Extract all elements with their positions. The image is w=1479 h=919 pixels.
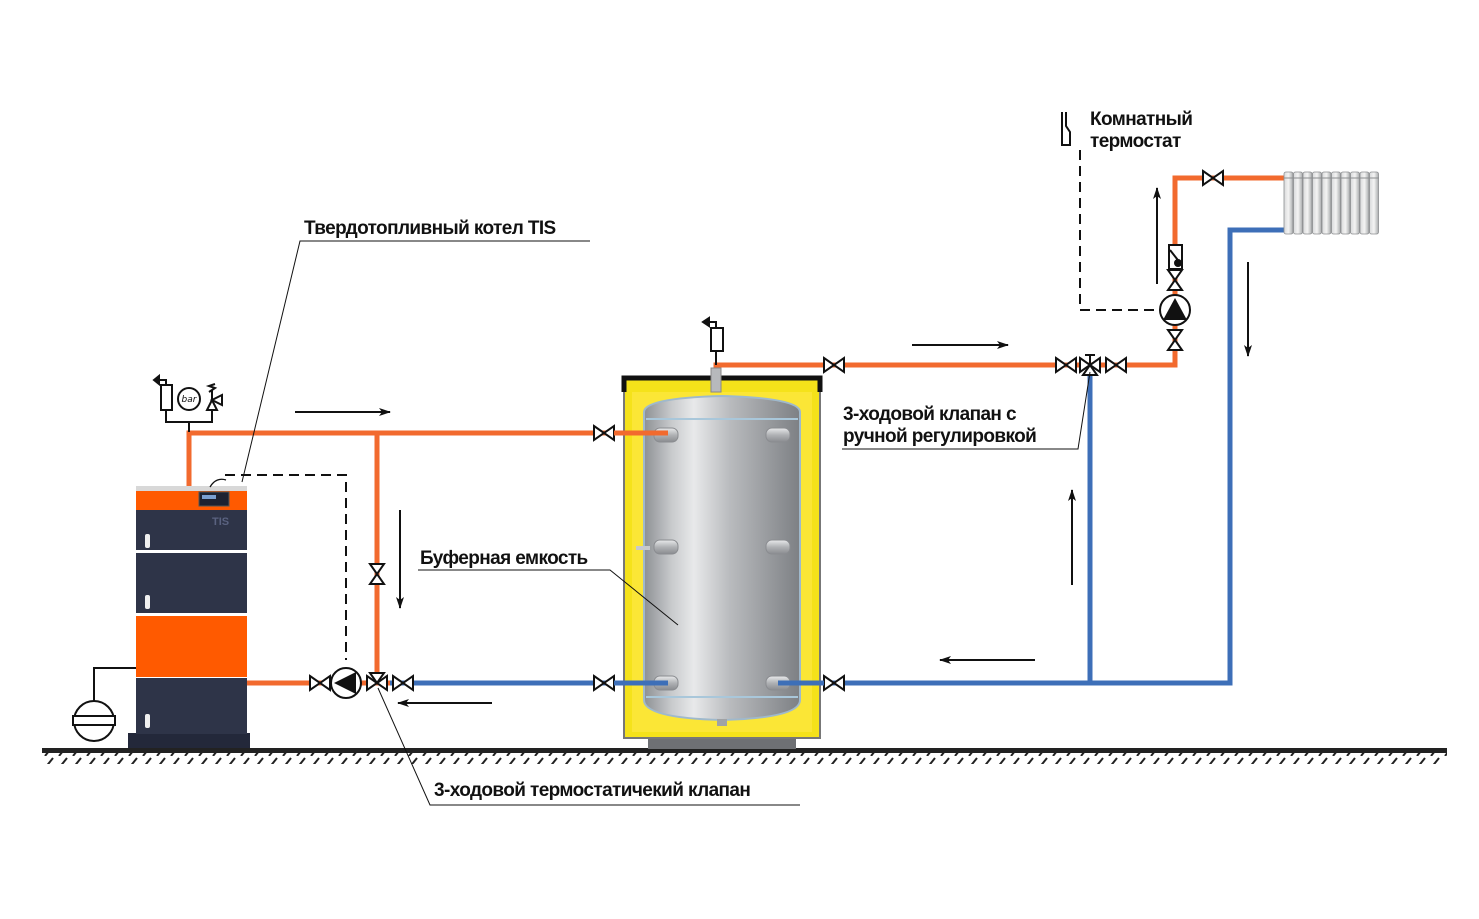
heating-pump (1159, 294, 1191, 326)
boiler-supply-pipe (186, 430, 652, 490)
sensor-sleeve (636, 546, 650, 550)
tank-port (653, 539, 679, 555)
safety-group: bar (152, 373, 223, 432)
label-buffer-tank: Буферная емкость (420, 548, 588, 569)
tank-supply-pipe (713, 175, 1285, 378)
flow-arrows (295, 187, 1252, 707)
shutoff-valve-icon (309, 674, 331, 692)
shutoff-valve-icon (1202, 169, 1224, 187)
thermostat-icon (1061, 112, 1071, 146)
control-line-boiler-pump (225, 474, 347, 660)
leader-buffer (418, 569, 679, 626)
leader-thermostatic-valve (377, 687, 800, 806)
leader-lines (241, 240, 1091, 806)
thermostatic-3way-valve (366, 672, 388, 692)
buffer-tank (621, 316, 823, 749)
safety-valve-icon (205, 383, 223, 411)
air-vent-icon (160, 384, 173, 411)
label-manual-valve-line1: 3-ходовой клапан с (843, 404, 1017, 425)
radiator-section (1350, 171, 1360, 235)
expansion-tank (72, 667, 136, 742)
radiator-section (1312, 171, 1322, 235)
tank-return-pipe (785, 227, 1285, 686)
room-thermostat (1061, 112, 1160, 311)
ground (42, 748, 1447, 764)
radiator-section (1321, 171, 1332, 235)
radiator-section (1359, 171, 1370, 235)
valves (309, 169, 1224, 692)
shutoff-valve-icon (823, 674, 845, 692)
pressure-gauge-icon (177, 387, 201, 411)
manual-3way-valve (1079, 354, 1101, 376)
shutoff-valve-icon (392, 674, 414, 692)
control-line-heating-pump (1079, 150, 1160, 311)
gauge-unit: bar (182, 395, 198, 405)
return-pipes (390, 227, 1285, 686)
shutoff-valve-icon (1055, 356, 1077, 374)
shutoff-valve-icon (823, 356, 845, 374)
leader-manual-valve (842, 371, 1091, 450)
shutoff-valve-icon (368, 563, 386, 585)
radiator-section (1293, 171, 1303, 235)
shutoff-valve-icon (1105, 356, 1127, 374)
label-room-thermostat-line1: Комнатный (1090, 109, 1192, 130)
radiator (1283, 171, 1379, 235)
boiler-door-handle (145, 714, 150, 728)
shutoff-valve-icon (593, 674, 615, 692)
radiator-section (1369, 171, 1379, 235)
label-manual-valve-line2: ручной регулировкой (843, 426, 1036, 447)
label-thermostatic-valve: 3-ходовой термостатичекий клапан (434, 780, 750, 801)
boiler-door-handle (145, 595, 150, 609)
tank-port (765, 539, 791, 555)
check-valve (1168, 244, 1183, 270)
boiler-brand: TIS (212, 516, 229, 528)
boiler: TIS (128, 478, 250, 748)
shutoff-valve-icon (1166, 269, 1184, 291)
radiator-section (1302, 171, 1313, 235)
tank-port (765, 427, 791, 443)
radiator-section (1283, 171, 1294, 235)
label-boiler: Твердотопливный котел TIS (304, 218, 556, 239)
boiler-door-handle (145, 534, 150, 548)
radiator-section (1331, 171, 1341, 235)
label-room-thermostat-line2: термостат (1090, 131, 1181, 152)
shutoff-valve-icon (1166, 329, 1184, 351)
shutoff-valve-icon (593, 424, 615, 442)
boiler-pump (330, 667, 362, 699)
leader-boiler (241, 240, 590, 483)
radiator-section (1340, 171, 1351, 235)
tank-air-vent-icon (701, 316, 724, 365)
